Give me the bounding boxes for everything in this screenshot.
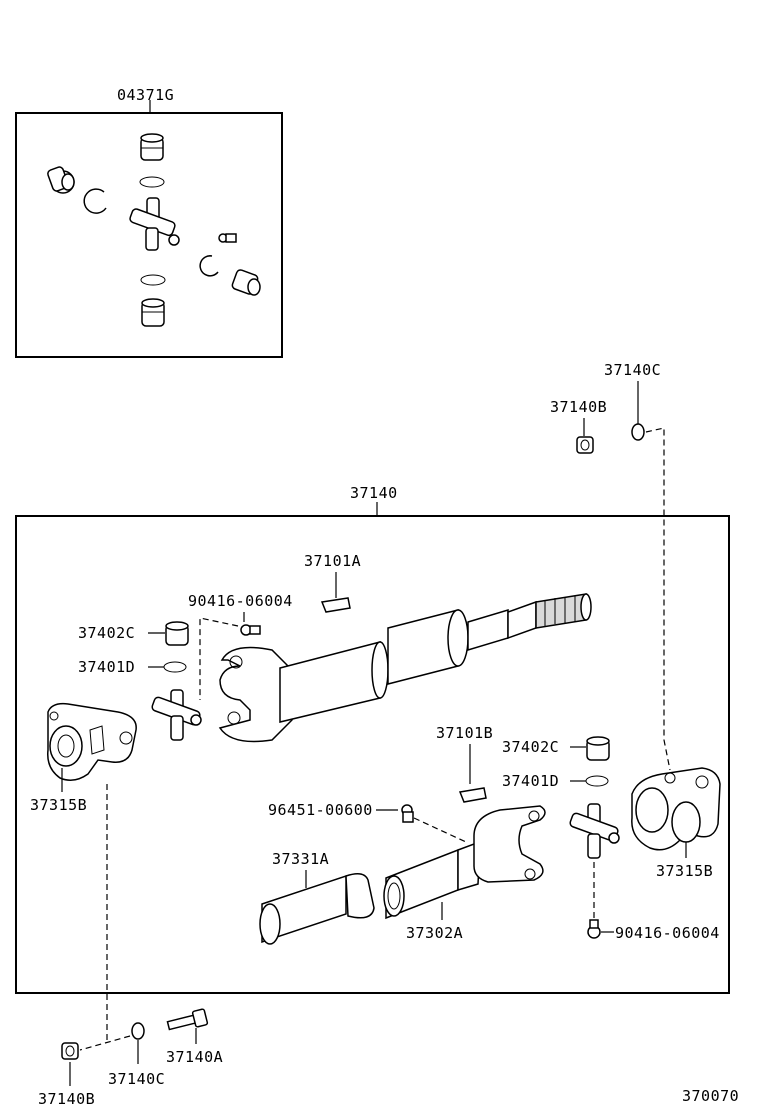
universal-joint-spider-icon xyxy=(569,803,620,859)
bolt-icon xyxy=(401,804,414,823)
flange-yoke-icon xyxy=(47,702,137,781)
flange-left-label: 37315B xyxy=(30,796,87,814)
bearing-cup-icon xyxy=(47,166,75,194)
balance-weight-icon xyxy=(320,597,351,613)
bolt-mid-label: 96451-00600 xyxy=(268,801,373,819)
bearing-cup-icon xyxy=(231,269,261,296)
universal-joint-spider-icon xyxy=(129,197,180,251)
grease-fitting-icon xyxy=(218,233,237,243)
bearing-cup-icon xyxy=(165,621,189,646)
bearing-cup-icon xyxy=(140,133,164,161)
assembly-label: 37140 xyxy=(350,484,398,502)
weight-top-label: 37101A xyxy=(304,552,361,570)
grease-top-label: 90416-06004 xyxy=(188,592,293,610)
yoke-label: 37302A xyxy=(406,924,463,942)
diagram-number: 370070 xyxy=(682,1087,739,1105)
grease-fitting-icon xyxy=(587,919,601,939)
propeller-shaft-icon xyxy=(218,593,592,743)
snap-ring-icon xyxy=(83,188,107,214)
bearing-cup-icon xyxy=(586,736,610,761)
bearing-cup-icon xyxy=(141,298,165,327)
snap-ring-icon xyxy=(140,274,166,286)
snap-ring-icon xyxy=(163,661,187,673)
universal-joint-spider-icon xyxy=(151,689,202,741)
bolt-bottom-label: 37140A xyxy=(166,1048,223,1066)
slip-yoke-icon xyxy=(383,805,546,920)
dust-boot-icon xyxy=(259,873,375,945)
nut-icon xyxy=(576,436,594,454)
washer-icon xyxy=(631,423,645,441)
kit-label: 04371G xyxy=(117,86,174,104)
nut-bottom-label: 37140B xyxy=(38,1090,95,1108)
grease-fitting-icon xyxy=(240,624,261,636)
snap-ring-icon xyxy=(139,176,165,188)
flange-yoke-icon xyxy=(631,767,721,851)
snapring-top-label: 37401D xyxy=(78,658,135,676)
grease-bottom-label: 90416-06004 xyxy=(615,924,720,942)
kit-box: 04371G xyxy=(15,86,283,358)
snapring-mid-label: 37401D xyxy=(502,772,559,790)
washer-top-label: 37140C xyxy=(604,361,661,379)
snap-ring-icon xyxy=(585,775,609,787)
assembly-box xyxy=(15,515,730,994)
boot-label: 37331A xyxy=(272,850,329,868)
balance-weight-icon xyxy=(458,787,487,803)
nut-top-label: 37140B xyxy=(550,398,607,416)
bearing-mid-label: 37402C xyxy=(502,738,559,756)
nut-icon xyxy=(61,1042,79,1060)
bearing-top-label: 37402C xyxy=(78,624,135,642)
bolt-icon xyxy=(166,1008,209,1031)
flange-right-label: 37315B xyxy=(656,862,713,880)
washer-bottom-label: 37140C xyxy=(108,1070,165,1088)
weight-mid-label: 37101B xyxy=(436,724,493,742)
snap-ring-icon xyxy=(199,255,219,277)
washer-icon xyxy=(131,1022,145,1040)
